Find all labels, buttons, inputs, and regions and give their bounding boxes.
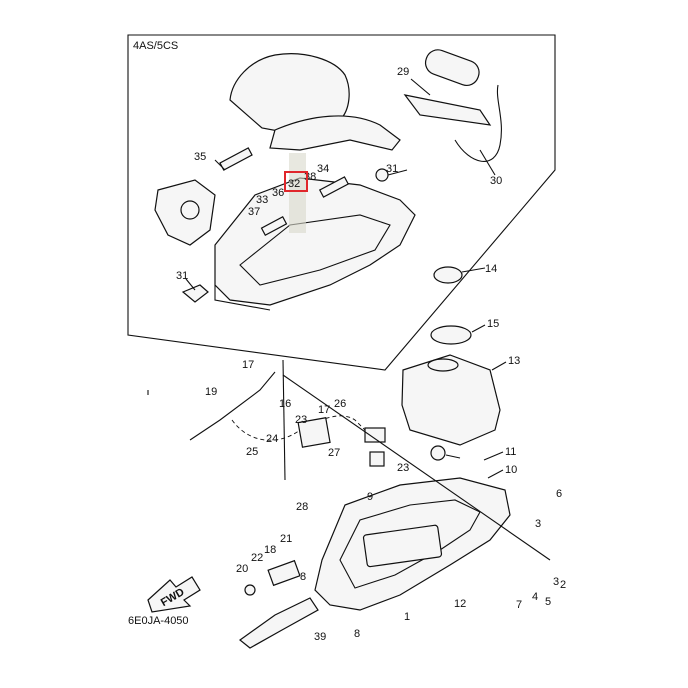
cables-middle — [189, 359, 386, 481]
callout-35: 35 — [194, 151, 206, 163]
fwd-arrow-icon — [147, 576, 201, 613]
highlight-box — [284, 171, 308, 192]
callout-32: 32 — [288, 178, 300, 190]
callout-12: 12 — [454, 598, 466, 610]
callout-36: 36 — [272, 187, 284, 199]
inset-frame — [127, 34, 556, 371]
lower-left-parts — [239, 559, 319, 649]
callout-18: 18 — [264, 544, 276, 556]
callout-24: 24 — [266, 433, 278, 445]
callout-16: 16 — [279, 398, 291, 410]
callout-1: 1 — [404, 611, 410, 623]
grommet-15 — [430, 445, 446, 461]
callout-10: 10 — [505, 464, 517, 476]
callout-19: 19 — [205, 386, 217, 398]
callout-20: 20 — [236, 563, 248, 575]
callout-39: 39 — [0, 0, 12, 3]
callout-34: 34 — [317, 163, 329, 175]
callout-25: 25 — [246, 446, 258, 458]
callout-5: 5 — [545, 596, 551, 608]
callout-22: 22 — [251, 552, 263, 564]
callout-39: 39 — [0, 0, 12, 3]
hoses-inset — [219, 147, 350, 236]
callout-8: 8 — [354, 628, 360, 640]
callout-11: 11 — [505, 446, 516, 458]
callout-27: 27 — [328, 447, 340, 459]
callout-26: 26 — [334, 398, 346, 410]
callout-23: 23 — [295, 414, 307, 426]
callout-2: 2 — [560, 579, 566, 591]
drawing-code: 6E0JA-4050 — [128, 615, 189, 627]
pipe-assembly-inset — [403, 49, 502, 162]
callout-17: 17 — [318, 404, 330, 416]
callout-37: 37 — [248, 206, 260, 218]
fuel-tank — [401, 354, 501, 446]
highlight-guide — [289, 153, 306, 233]
bottom-cowling — [314, 477, 511, 611]
leader-lines — [147, 374, 551, 561]
top-cowling-outline — [229, 53, 401, 151]
inset-label: 4AS/5CS — [133, 40, 178, 52]
callout-6: 6 — [556, 488, 562, 500]
callout-3: 3 — [553, 576, 559, 588]
tank-cap — [430, 266, 472, 345]
callout-30: 30 — [490, 175, 502, 187]
callout-31: 31 — [176, 270, 188, 282]
callout-40: 40 — [0, 0, 12, 3]
callout-9: 9 — [367, 491, 373, 503]
callout-23: 23 — [397, 462, 409, 474]
callout-17: 17 — [242, 359, 254, 371]
callout-15: 15 — [487, 318, 499, 330]
callout-28: 28 — [296, 501, 308, 513]
callout-7: 7 — [516, 599, 522, 611]
callout-33: 33 — [256, 194, 268, 206]
callout-39: 39 — [314, 631, 326, 643]
bottom-tray-inset — [214, 177, 416, 311]
callout-13: 13 — [508, 355, 520, 367]
callout-21: 21 — [280, 533, 292, 545]
callout-8: 8 — [300, 571, 306, 583]
callout-31: 31 — [386, 163, 398, 175]
callout-14: 14 — [485, 263, 497, 275]
callout-3: 3 — [535, 518, 541, 530]
callout-29: 29 — [397, 66, 409, 78]
callout-leaders — [185, 78, 507, 479]
callout-4: 4 — [532, 591, 538, 603]
callout-39: 39 — [0, 0, 12, 3]
fuel-joint-inset — [154, 179, 216, 246]
part-35 — [181, 284, 209, 303]
